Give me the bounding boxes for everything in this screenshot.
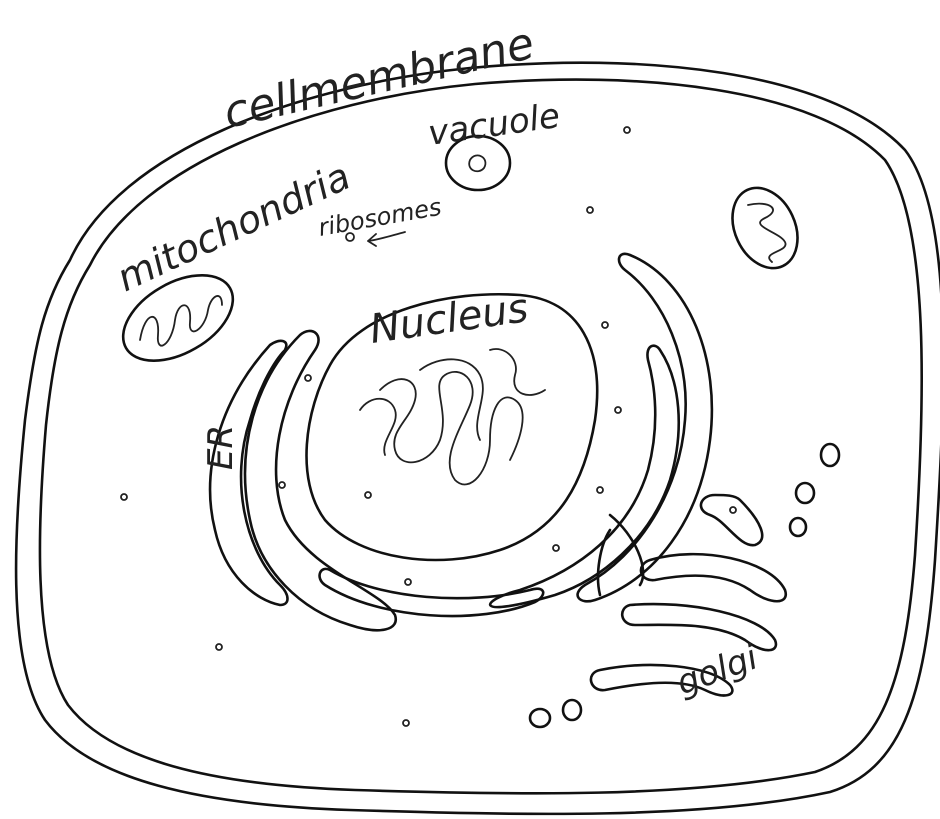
vesicle: [790, 518, 806, 536]
golgi-2: [641, 554, 786, 601]
vesicle: [530, 709, 550, 727]
ribosomes-arrow: [368, 232, 405, 246]
vesicle: [563, 700, 581, 720]
mitochondrion-right-cristae: [748, 204, 786, 262]
label-er: ER: [201, 425, 241, 470]
golgi-1: [701, 495, 762, 545]
er-right: [578, 254, 712, 602]
vesicle: [796, 483, 814, 503]
chromatin: [380, 372, 523, 485]
golgi-3: [622, 604, 776, 650]
cell-membrane-outer: [16, 63, 940, 814]
vacuole-inner: [469, 155, 485, 171]
label-nucleus: Nucleus: [367, 285, 531, 353]
label-vacuole: vacuole: [426, 96, 563, 154]
vesicle: [821, 444, 839, 466]
cell-membrane-inner: [40, 80, 922, 794]
